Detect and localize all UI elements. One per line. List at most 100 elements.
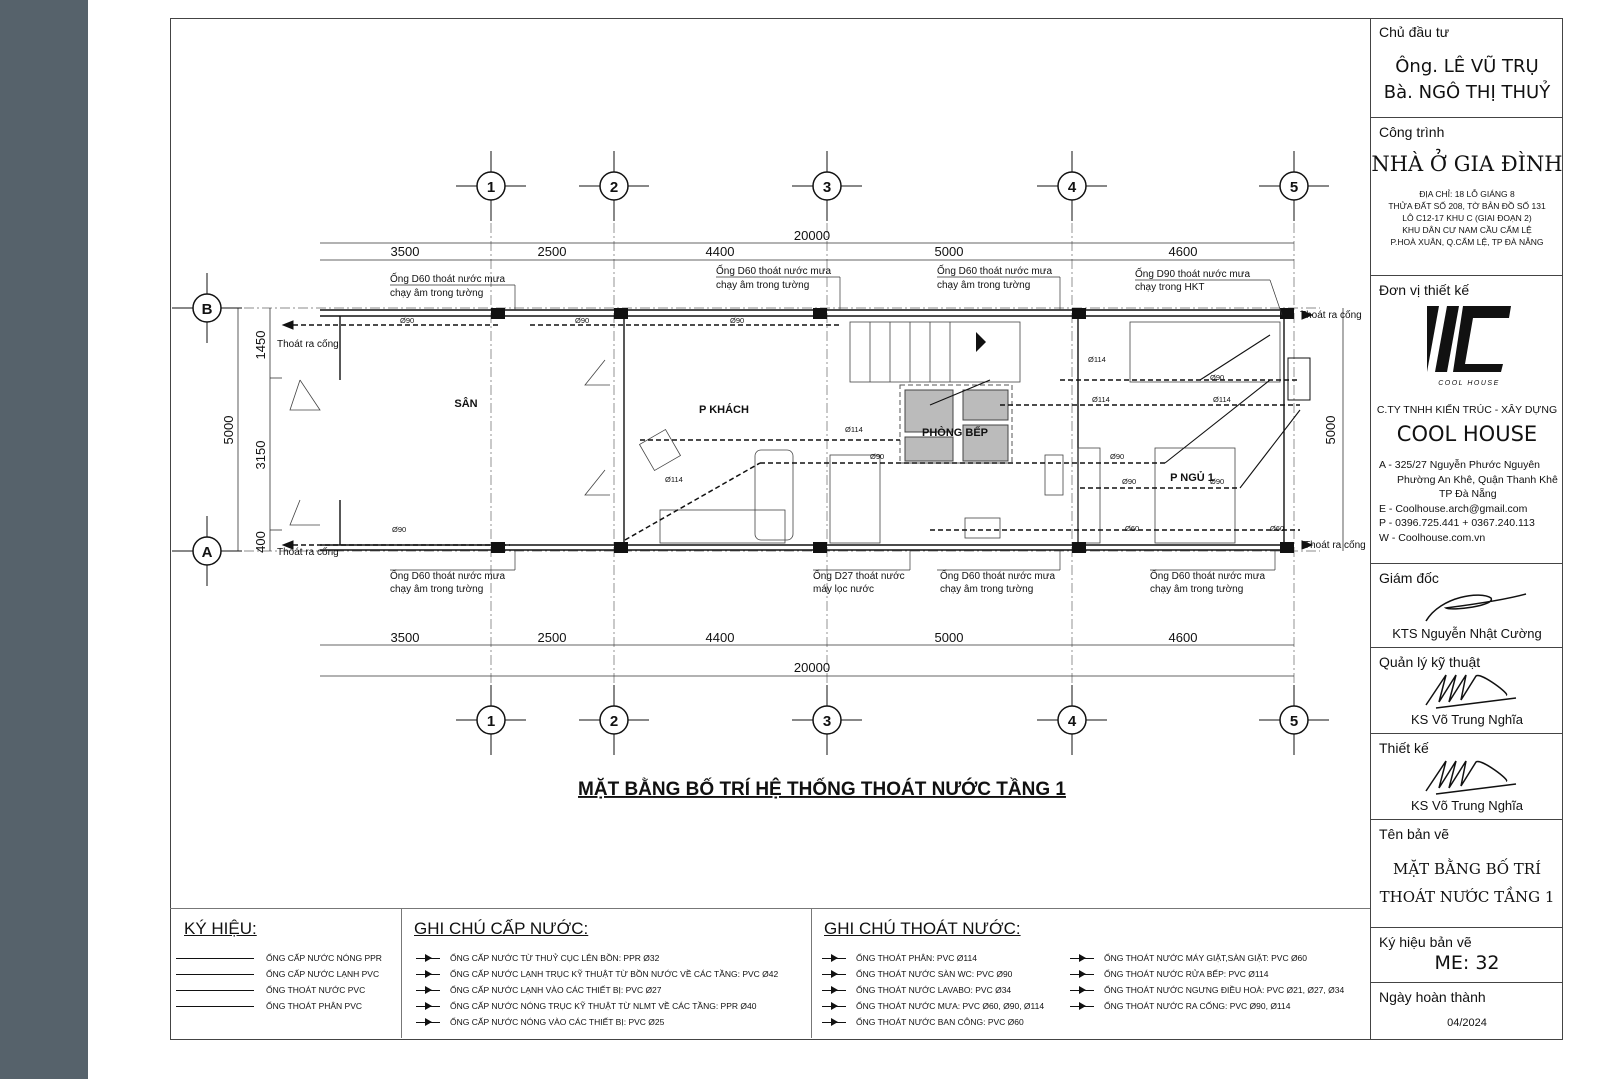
code-cell: Ký hiệu bản vẽ ME: 32 xyxy=(1371,928,1563,983)
sheet-name-1: MẶT BẰNG BỐ TRÍ xyxy=(1392,860,1541,878)
pipe-label: Ø90 xyxy=(392,525,406,534)
legend-item: ỐNG THOÁT NƯỚC NGƯNG ĐIỀU HOÀ: PVC Ø21, … xyxy=(1070,985,1344,995)
legend-symbols: KÝ HIỆU: ỐNG CẤP NƯỚC NÓNG PPR ỐNG CẤP N… xyxy=(170,908,402,1038)
pipe-label: Ø90 xyxy=(575,316,589,325)
company-contacts: A - 325/27 Nguyễn Phước Nguyên Phường An… xyxy=(1379,459,1558,544)
walls xyxy=(320,309,1290,551)
note-top-4: Ống D90 thoát nước mưa xyxy=(1135,266,1250,280)
project-label: Công trình xyxy=(1379,124,1445,140)
director-label: Giám đốc xyxy=(1379,570,1439,586)
room-label-ngu: P NGỦ 1 xyxy=(1170,471,1214,484)
outlet-label: Thoát ra cống xyxy=(277,338,339,350)
note-bottom-2-line2: máy lọc nước xyxy=(813,584,874,595)
pipe-label: Ø90 xyxy=(400,316,414,325)
dim-bottom: 4400 xyxy=(706,630,735,645)
legend-item: ỐNG THOÁT NƯỚC BAN CÔNG: PVC Ø60 xyxy=(822,1017,1024,1027)
arrow-icon xyxy=(1301,310,1314,320)
axis-bubble-4-top: 4 xyxy=(1037,151,1107,221)
legend-item: ỐNG THOÁT NƯỚC MÁY GIẶT,SÀN GIẶT: PVC Ø6… xyxy=(1070,953,1307,963)
svg-text:COOL HOUSE: COOL HOUSE xyxy=(1438,380,1500,387)
arrow-icon xyxy=(416,954,440,962)
pipe-label: Ø114 xyxy=(845,425,863,434)
dimension-lines xyxy=(237,242,1344,677)
note-top-4-line2: chạy trong HKT xyxy=(1135,282,1204,293)
arrow-icon xyxy=(822,1002,846,1010)
hatch-block xyxy=(904,436,954,462)
legend-item: ỐNG CẤP NƯỚC LẠNH PVC xyxy=(176,969,379,979)
arrow-icon xyxy=(281,320,294,330)
code-label: Ký hiệu bản vẽ xyxy=(1379,934,1472,950)
cool-house-logo: COOL HOUSE xyxy=(1427,306,1511,387)
arrow-icon xyxy=(822,970,846,978)
note-bottom-1: Ống D60 thoát nước mưa xyxy=(390,568,505,582)
note-bottom-4-line2: chạy âm trong tường xyxy=(1150,584,1243,595)
sheet-name-label: Tên bản vẽ xyxy=(1379,826,1450,842)
legend-item: ỐNG CẤP NƯỚC NÓNG TRỤC KỸ THUẬT TỪ NLMT … xyxy=(416,1001,756,1011)
project-name: NHÀ Ở GIA ĐÌNH xyxy=(1371,152,1563,176)
legend-drain-title: GHI CHÚ THOÁT NƯỚC: xyxy=(824,919,1021,938)
svg-text:A: A xyxy=(202,544,213,561)
legend-item: ỐNG THOÁT NƯỚC PVC xyxy=(176,985,365,995)
owner-cell: Chủ đầu tư Ông. LÊ VŨ TRỤ Bà. NGÔ THỊ TH… xyxy=(1371,18,1563,118)
arrow-icon xyxy=(822,954,846,962)
svg-text:B: B xyxy=(202,301,213,318)
svg-text:3: 3 xyxy=(823,179,831,196)
legend-symbols-title: KÝ HIỆU: xyxy=(184,919,257,938)
dim-left: 1450 xyxy=(253,331,268,360)
svg-text:3: 3 xyxy=(823,713,831,730)
dim-bottom: 2500 xyxy=(538,630,567,645)
axis-bubble-3-bottom: 3 xyxy=(792,685,862,755)
dim-left: 400 xyxy=(253,531,268,553)
outlet-label: Thoát ra cống xyxy=(1300,309,1362,321)
room-label-khach: P KHÁCH xyxy=(699,403,749,416)
arrow-icon xyxy=(1301,540,1314,550)
date-cell: Ngày hoàn thành 04/2024 xyxy=(1371,983,1563,1040)
axis-bubble-B: B xyxy=(172,273,242,343)
tech-label: Quản lý kỹ thuật xyxy=(1379,654,1481,670)
company-line: C.TY TNHH KIẾN TRÚC - XÂY DỰNG xyxy=(1376,404,1558,416)
note-top-1-line2: chạy âm trong tường xyxy=(390,288,483,299)
axis-bubble-5-top: 5 xyxy=(1259,151,1329,221)
sheet-name-2: THOÁT NƯỚC TẦNG 1 xyxy=(1379,888,1555,906)
dim-bottom: 4600 xyxy=(1169,630,1198,645)
legend-item: ỐNG THOÁT PHÂN: PVC Ø114 xyxy=(822,953,977,963)
dim-total-top: 20000 xyxy=(794,228,830,243)
legend-drain: GHI CHÚ THOÁT NƯỚC: ỐNG THOÁT PHÂN: PVC … xyxy=(812,908,1370,1038)
dim-top: 4400 xyxy=(706,244,735,259)
design-signature xyxy=(1425,760,1517,795)
note-top-2: Ống D60 thoát nước mưa xyxy=(716,263,831,277)
pipe-label: Ø90 xyxy=(730,316,744,325)
stair-arrow-icon xyxy=(976,332,986,352)
drain-pipes xyxy=(285,324,1300,546)
structural-columns xyxy=(491,308,1294,553)
arrow-icon xyxy=(1070,1002,1094,1010)
dim-bottom: 3500 xyxy=(391,630,420,645)
legend-item: ỐNG THOÁT PHÂN PVC xyxy=(176,1001,362,1011)
completion-date: 04/2024 xyxy=(1447,1017,1487,1029)
drawing-title: MẶT BẰNG BỐ TRÍ HỆ THỐNG THOÁT NƯỚC TẦNG… xyxy=(578,778,1066,800)
director-cell: Giám đốc KTS Nguyễn Nhật Cường xyxy=(1371,564,1563,648)
hatch-block xyxy=(904,389,954,433)
pipe-risers xyxy=(929,334,1301,489)
svg-text:1: 1 xyxy=(487,713,495,730)
designer-label: Đơn vị thiết kế xyxy=(1379,282,1470,298)
arrow-icon xyxy=(822,1018,846,1026)
pipe-label: Ø90 xyxy=(1210,477,1224,486)
svg-text:4: 4 xyxy=(1068,713,1077,730)
axis-bubble-2-bottom: 2 xyxy=(579,685,649,755)
pipe-label: Ø114 xyxy=(665,475,683,484)
dim-top: 3500 xyxy=(391,244,420,259)
dim-top: 5000 xyxy=(935,244,964,259)
note-top-3: Ống D60 thoát nước mưa xyxy=(937,263,1052,277)
dim-bottom: 5000 xyxy=(935,630,964,645)
sheet-code: ME: 32 xyxy=(1434,952,1500,974)
svg-text:2: 2 xyxy=(610,179,618,196)
svg-text:4: 4 xyxy=(1068,179,1077,196)
floor-plan: 1 2 3 4 5 1 2 3 4 5 B A 20000 3500 2500 … xyxy=(172,151,1366,800)
axis-bubble-A: A xyxy=(172,516,242,586)
company-name: COOL HOUSE xyxy=(1396,422,1538,446)
note-top-2-line2: chạy âm trong tường xyxy=(716,280,809,291)
note-bottom-3-line2: chạy âm trong tường xyxy=(940,584,1033,595)
tech-cell: Quản lý kỹ thuật KS Võ Trung Nghĩa xyxy=(1371,648,1563,734)
pipe-label: Ø90 xyxy=(1210,373,1224,382)
